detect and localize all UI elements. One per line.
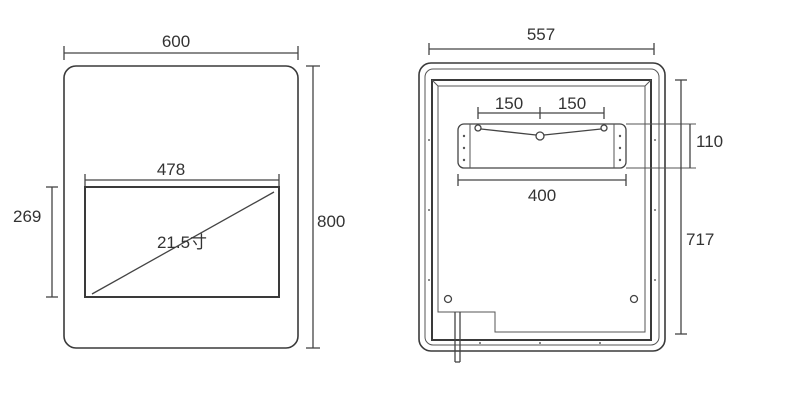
mounting-bracket xyxy=(457,123,627,169)
front-width-label: 600 xyxy=(162,32,190,51)
screen-diagonal xyxy=(91,191,275,295)
back-height-dimension: 717 xyxy=(675,79,714,335)
screw-hole-right xyxy=(629,294,639,304)
bracket-right-spacing-label: 150 xyxy=(558,94,586,113)
screen-height-label: 269 xyxy=(13,207,41,226)
back-height-label: 717 xyxy=(686,230,714,249)
screen-width-label: 478 xyxy=(157,160,185,179)
back-width-dimension: 557 xyxy=(428,25,655,55)
front-view: 600 800 478 269 21.5寸 xyxy=(13,32,345,349)
back-width-label: 557 xyxy=(527,25,555,44)
back-view: 150 150 400 110 557 71 xyxy=(418,25,723,363)
screen-height-dimension: 269 xyxy=(13,186,58,298)
frame-dots xyxy=(428,139,656,344)
bracket-hole-dimension: 150 150 xyxy=(477,94,605,119)
front-height-dimension: 800 xyxy=(306,65,345,349)
bracket-height-dimension: 110 xyxy=(626,123,723,169)
screen-width-dimension: 478 xyxy=(84,160,280,186)
back-outer-frame xyxy=(418,62,666,352)
bracket-height-label: 110 xyxy=(696,132,723,151)
front-width-dimension: 600 xyxy=(63,32,299,60)
bracket-left-spacing-label: 150 xyxy=(495,94,523,113)
front-panel-outline xyxy=(63,65,299,349)
screw-hole-left xyxy=(443,294,453,304)
bracket-width-dimension: 400 xyxy=(457,174,627,205)
power-cable xyxy=(454,312,461,363)
screen-area xyxy=(84,186,280,298)
front-height-label: 800 xyxy=(317,212,345,231)
back-middle-frame xyxy=(424,68,660,346)
screen-size-label: 21.5寸 xyxy=(157,233,207,252)
back-inner-panel xyxy=(431,79,652,341)
bracket-width-label: 400 xyxy=(528,186,556,205)
